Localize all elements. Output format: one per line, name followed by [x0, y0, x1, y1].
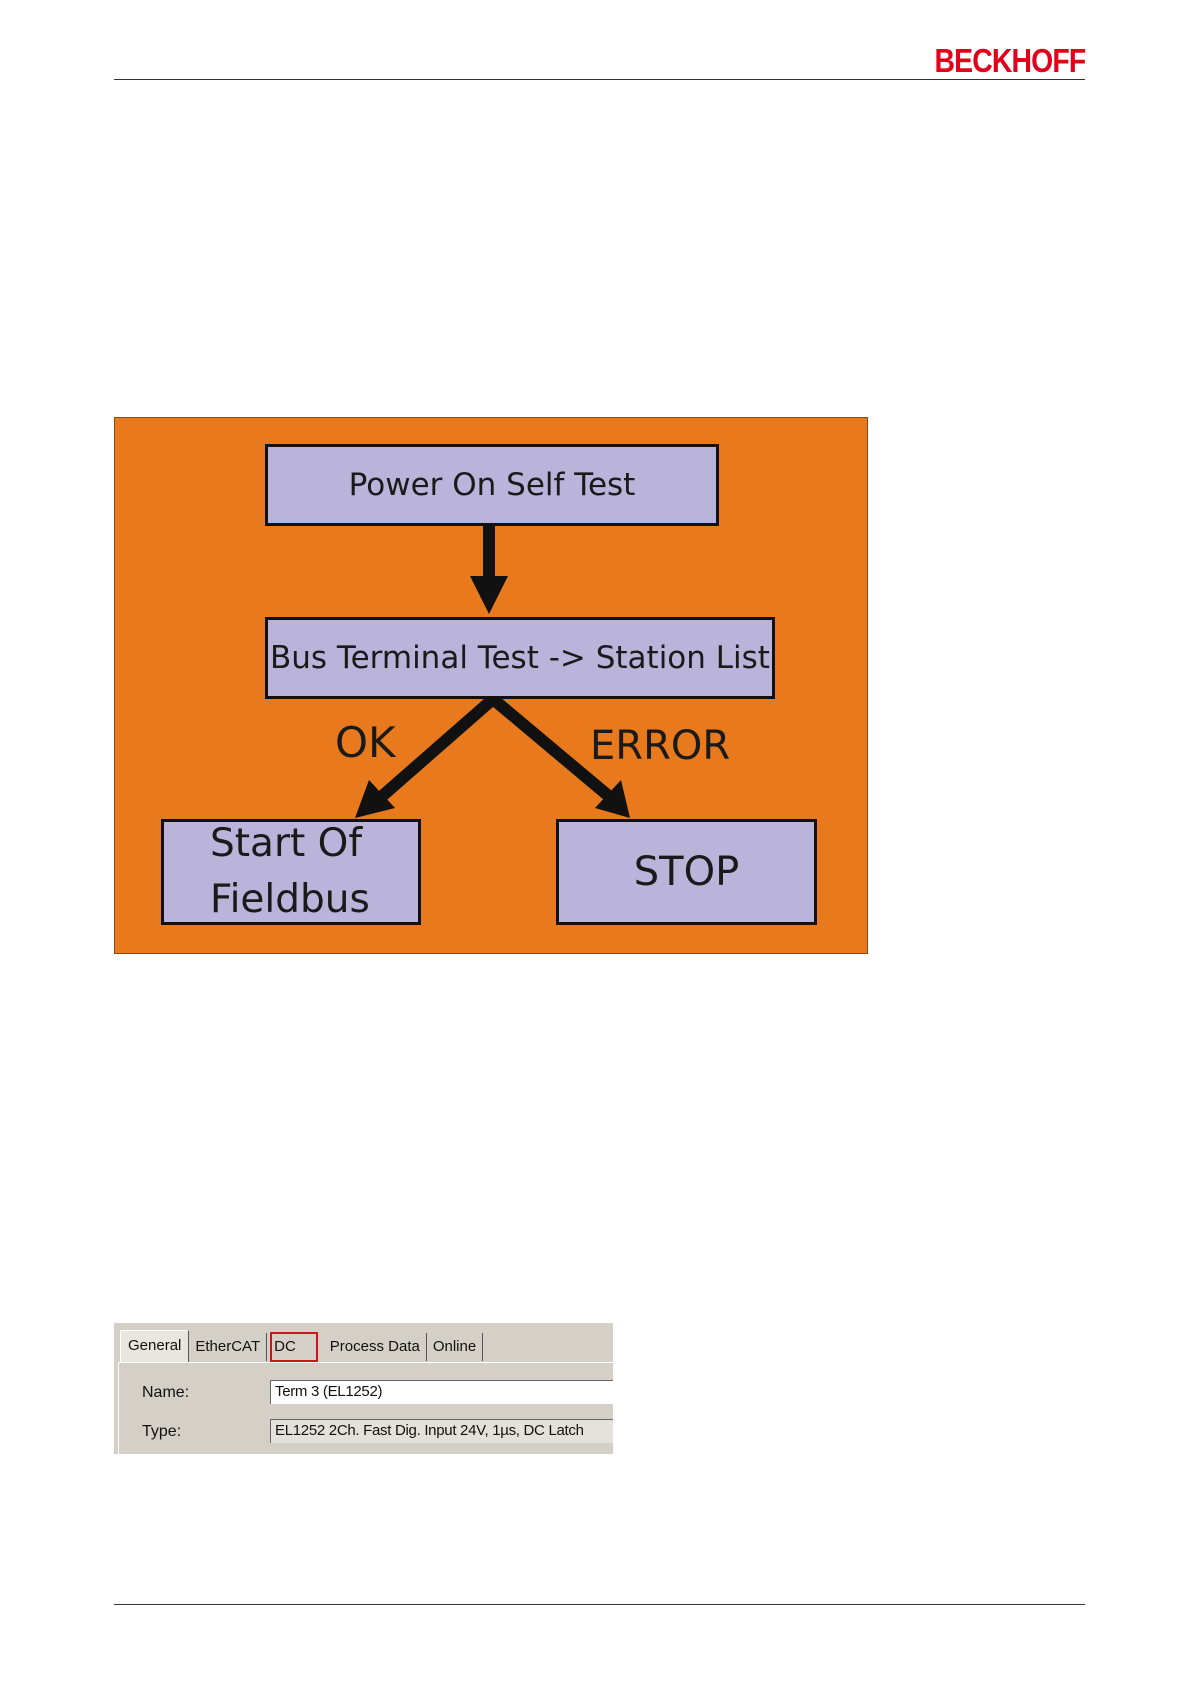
terminal-properties-dialog: General EtherCAT DC Process Data Online …	[114, 1323, 613, 1454]
start-of-fieldbus-box: Start Of Fieldbus	[161, 819, 421, 925]
header-rule	[114, 79, 1085, 80]
panel-border-top	[118, 1362, 613, 1363]
type-label: Type:	[142, 1423, 181, 1441]
panel-border-left	[118, 1362, 119, 1454]
type-field: EL1252 2Ch. Fast Dig. Input 24V, 1µs, DC…	[270, 1419, 613, 1443]
bus-terminal-test-box: Bus Terminal Test -> Station List	[265, 617, 775, 699]
tab-dc[interactable]: DC	[270, 1332, 318, 1362]
startup-flowchart: Power On Self Test Bus Terminal Test -> …	[114, 417, 868, 954]
start-box-line1: Start Of	[210, 816, 370, 872]
name-field[interactable]: Term 3 (EL1252)	[270, 1380, 613, 1404]
error-label: ERROR	[590, 723, 730, 769]
tab-ethercat[interactable]: EtherCAT	[189, 1333, 267, 1361]
start-box-line2: Fieldbus	[210, 872, 370, 928]
name-label: Name:	[142, 1384, 189, 1402]
power-on-self-test-box: Power On Self Test	[265, 444, 719, 526]
tab-strip: General EtherCAT DC Process Data Online	[120, 1330, 483, 1362]
footer-rule	[114, 1604, 1085, 1605]
arrow-bus-to-start	[380, 699, 493, 798]
ok-label: OK	[335, 718, 396, 767]
stop-box: STOP	[556, 819, 817, 925]
beckhoff-logo: BECKHOFF	[934, 42, 1085, 80]
tab-online[interactable]: Online	[427, 1333, 483, 1361]
tab-process-data[interactable]: Process Data	[324, 1333, 427, 1361]
tab-general[interactable]: General	[120, 1330, 189, 1362]
arrow-head-post-to-bus	[470, 576, 508, 614]
